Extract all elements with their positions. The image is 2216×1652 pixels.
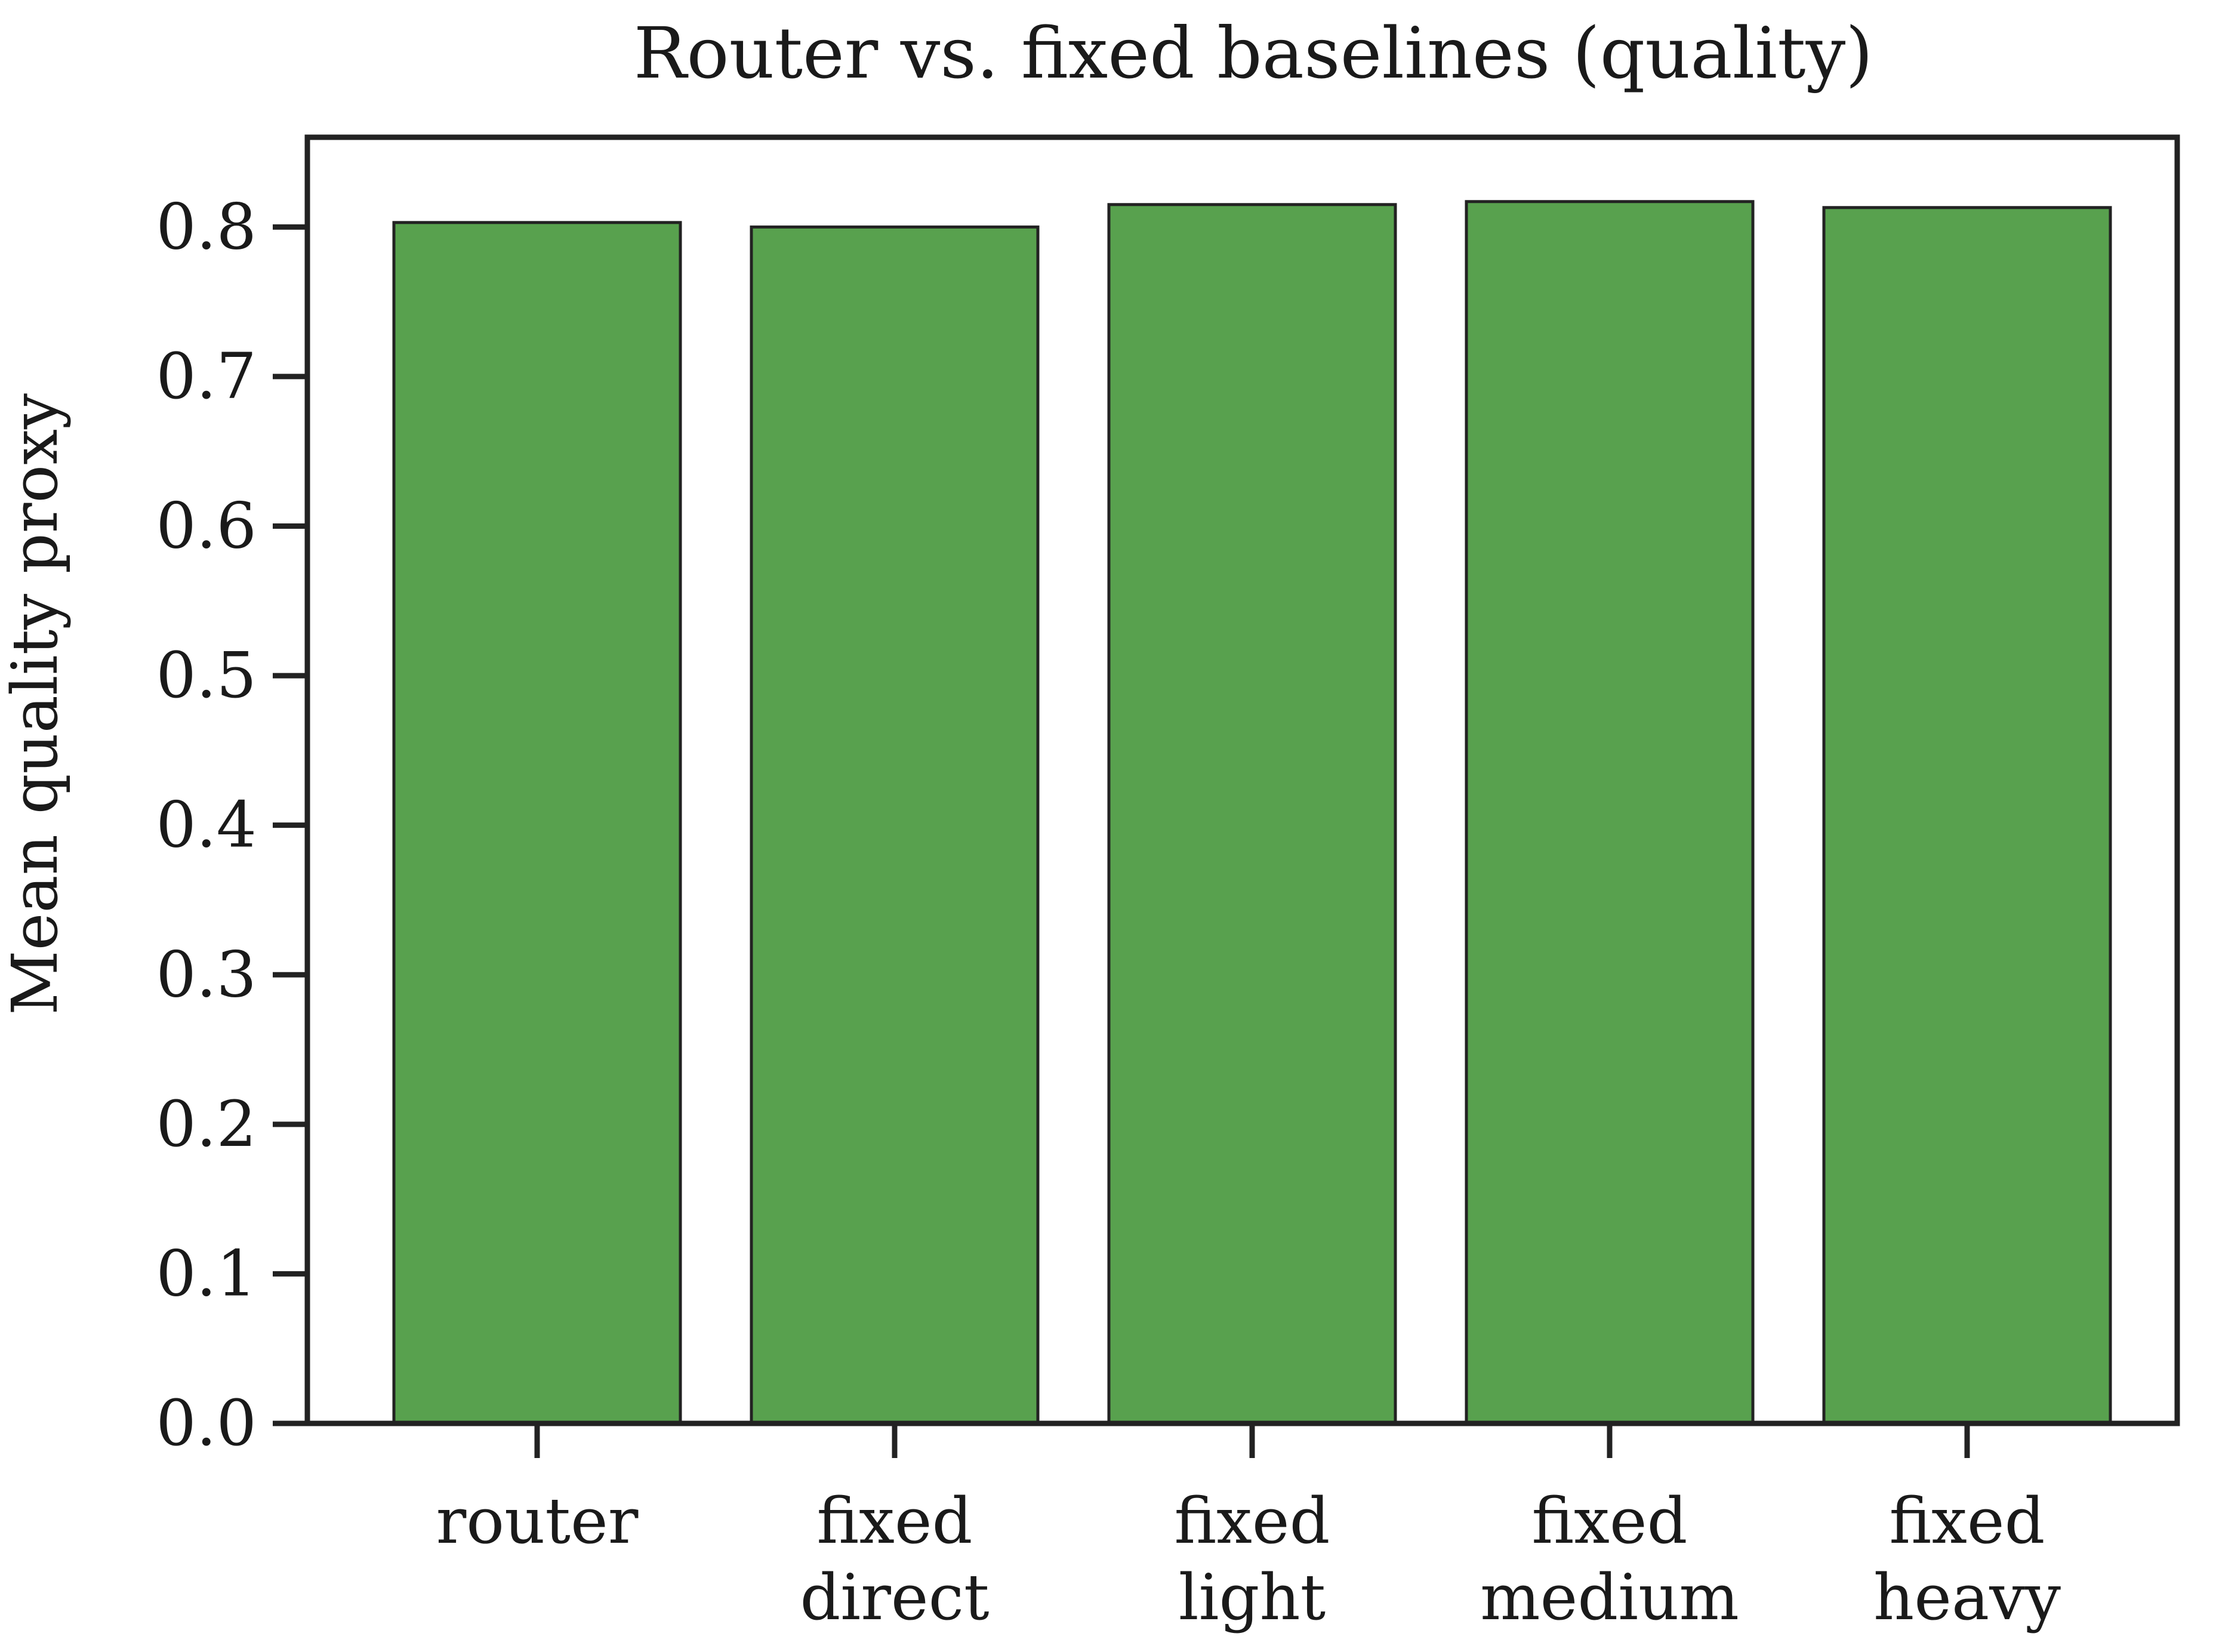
y-tick-label-4: 0.4: [156, 788, 257, 862]
y-tick-label-6: 0.6: [156, 489, 257, 563]
bar-2: [1107, 203, 1397, 1425]
y-tick-label-0: 0.0: [156, 1386, 257, 1460]
y-tick-label-5: 0.5: [156, 639, 257, 712]
y-tick-label-7: 0.7: [156, 340, 257, 413]
y-tick-label-2: 0.2: [156, 1087, 257, 1161]
y-tick-label-3: 0.3: [156, 938, 257, 1011]
bar-4: [1822, 206, 2112, 1425]
plot-frame: [304, 134, 2180, 1426]
y-axis-label: Mean quality proxy: [0, 393, 72, 1015]
bar-0: [392, 221, 682, 1425]
y-tick-label-1: 0.1: [156, 1237, 257, 1310]
x-tick-label-0: router: [436, 1484, 639, 1558]
y-tick-label-8: 0.8: [156, 190, 257, 263]
bar-1: [750, 225, 1040, 1425]
chart-title: Router vs. fixed baselines (quality): [634, 12, 1873, 94]
bar-3: [1465, 200, 1755, 1425]
bars-layer: [392, 200, 2112, 1425]
